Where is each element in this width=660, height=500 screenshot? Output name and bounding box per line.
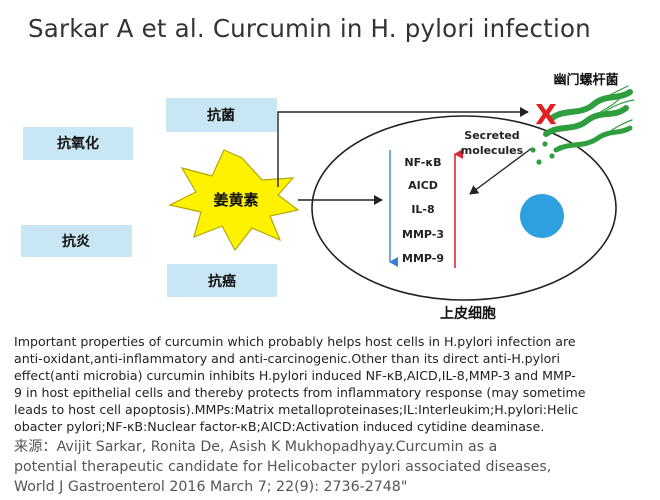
starburst-shape — [168, 149, 300, 252]
arrow-secreted-into-cell — [469, 147, 533, 195]
cell-nucleus — [520, 194, 564, 238]
marker-mmp9: MMP-9 — [402, 252, 444, 265]
marker-mmp3: MMP-3 — [402, 228, 444, 241]
figure-caption: Important properties of curcumin which p… — [14, 333, 648, 435]
effect-label: 抗氧化 — [57, 135, 99, 152]
curcumin-star: 姜黄素 — [168, 149, 300, 252]
caption-line: leads to host cell apoptosis).MMPs:Matri… — [14, 402, 579, 417]
effect-label: 抗菌 — [207, 107, 235, 124]
caption-line: 9 in host epithelial cells and thereby p… — [14, 385, 586, 400]
caption-line: Important properties of curcumin which p… — [14, 334, 576, 349]
inhibit-x-icon: X — [535, 98, 557, 131]
effect-box-antibacterial: 抗菌 — [166, 98, 277, 132]
effect-box-anticancer: 抗癌 — [167, 264, 277, 297]
effect-box-antioxidant: 抗氧化 — [23, 127, 133, 160]
caption-line: obacter pylori;NF-κB:Nuclear factor-κB;A… — [14, 419, 545, 434]
effect-label: 抗炎 — [62, 233, 90, 250]
secreted-label-line1: Secreted — [464, 129, 519, 142]
marker-aicd: AICD — [408, 179, 438, 192]
epithelial-cell — [311, 115, 617, 301]
marker-list: NF-κB AICD IL-8 MMP-3 MMP-9 — [402, 156, 444, 265]
secreted-dots — [530, 141, 563, 165]
secreted-label-line2: molecules — [461, 144, 524, 157]
page-title: Sarkar A et al. Curcumin in H. pylori in… — [28, 14, 591, 43]
source-citation: 来源：Avijit Sarkar, Ronita De, Asish K Muk… — [14, 437, 654, 497]
source-line: 来源：Avijit Sarkar, Ronita De, Asish K Muk… — [14, 439, 498, 455]
marker-il8: IL-8 — [411, 203, 434, 216]
curcumin-label: 姜黄素 — [213, 191, 258, 209]
caption-line: effect(anti microbia) curcumin inhibits … — [14, 368, 576, 383]
effect-label: 抗癌 — [208, 273, 236, 290]
marker-nfkb: NF-κB — [404, 156, 441, 169]
arrow-to-bacteria — [277, 107, 529, 187]
cell-label: 上皮细胞 — [440, 305, 496, 322]
effect-box-antiinflammatory: 抗炎 — [21, 225, 132, 257]
source-line: World J Gastroenterol 2016 March 7; 22(9… — [14, 479, 408, 495]
source-line: potential therapeutic candidate for Heli… — [14, 459, 552, 475]
curcumin-diagram: 抗菌 抗氧化 抗炎 抗癌 姜黄素 NF-κB AICD IL-8 MMP-3 M… — [21, 72, 635, 322]
bacteria-label: 幽门螺杆菌 — [553, 72, 618, 88]
caption-line: anti-oxidant,anti-inflammatory and anti-… — [14, 351, 560, 366]
h-pylori-bacteria — [543, 85, 635, 153]
